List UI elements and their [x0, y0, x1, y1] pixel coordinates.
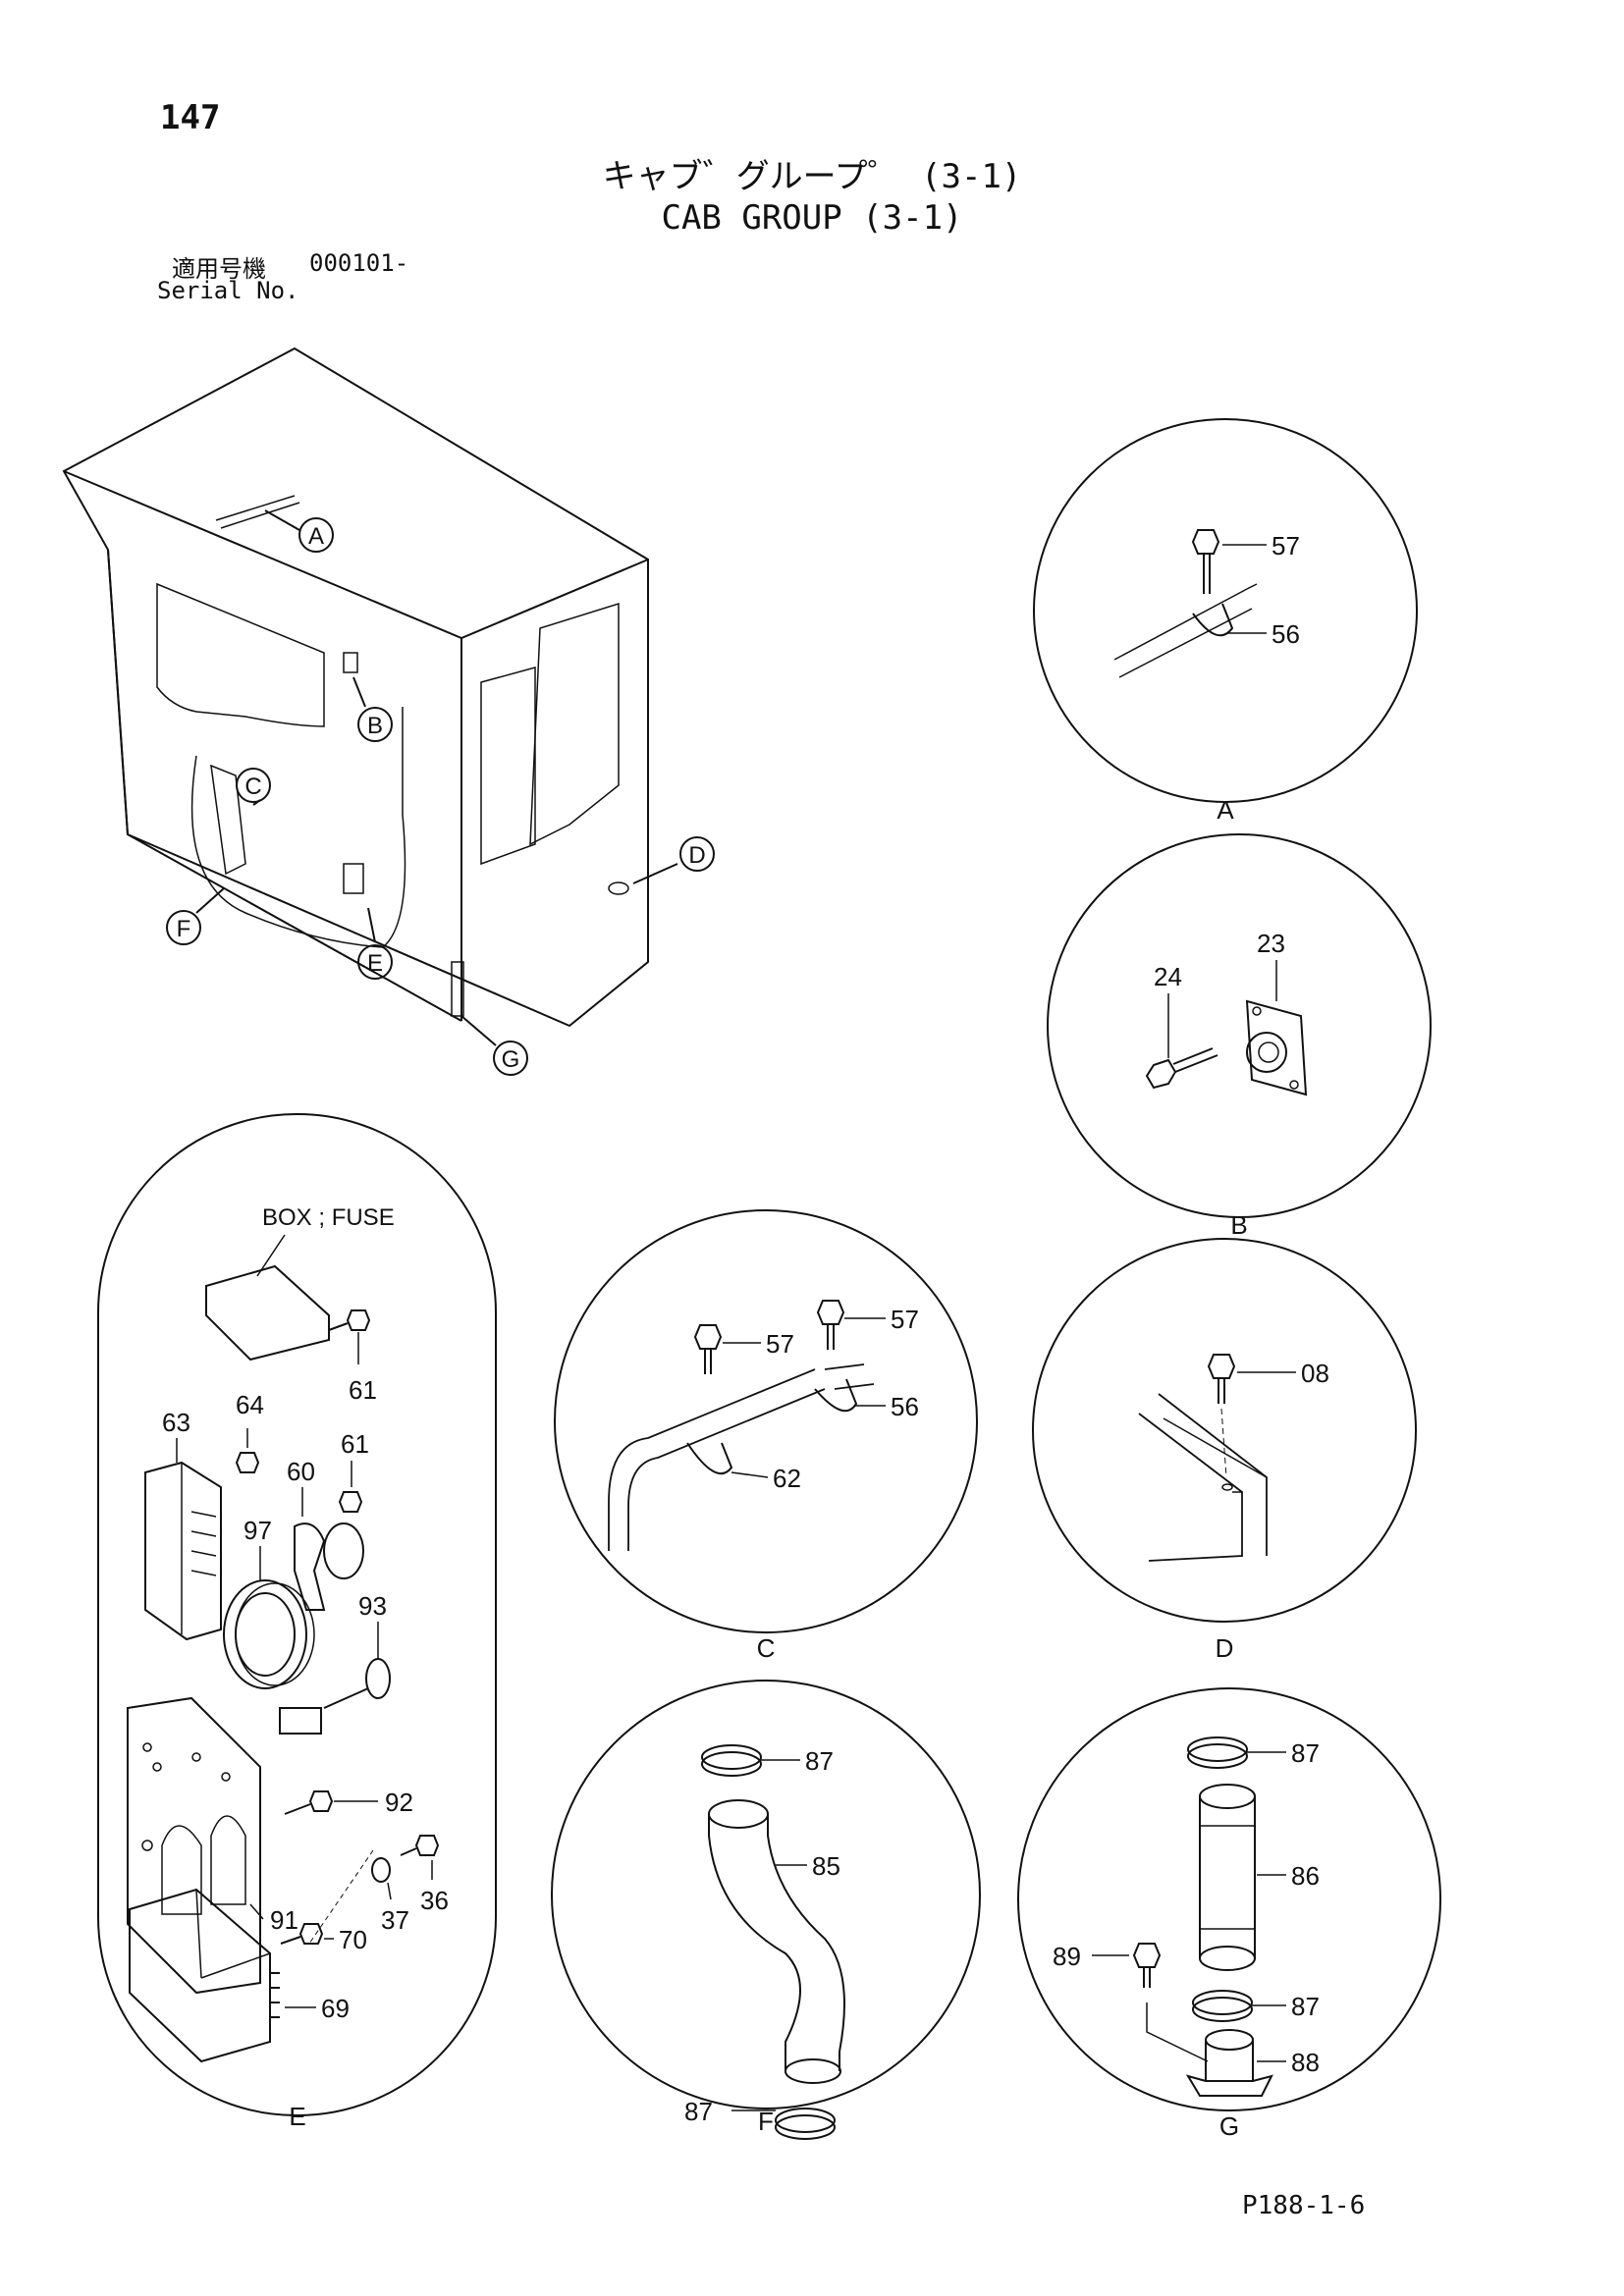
part-92: 92 [385, 1788, 413, 1817]
callout-e-letter: E [367, 950, 383, 977]
callout-e: E [357, 907, 393, 980]
part-36: 36 [420, 1886, 449, 1915]
detail-d-label: D [1216, 1633, 1234, 1663]
overview-callouts: A B C D E F G [166, 509, 715, 1076]
part-70: 70 [339, 1925, 367, 1954]
detail-a-label: A [1217, 795, 1234, 825]
part-37: 37 [381, 1905, 409, 1935]
detail-d-frame [1032, 1238, 1417, 1623]
detail-c-label: C [757, 1633, 776, 1663]
detail-b: 23 24 B [1047, 833, 1432, 1240]
detail-e-label: E [289, 2102, 305, 2131]
part-62: 62 [773, 1464, 801, 1493]
detail-e: BOX ; FUSE 61 64 63 61 60 97 [97, 1113, 497, 2131]
part-89: 89 [1053, 1942, 1081, 1971]
part-57: 57 [1272, 531, 1300, 561]
callout-c-letter: C [244, 774, 261, 800]
box-fuse-label: BOX ; FUSE [262, 1204, 395, 1231]
part-60: 60 [287, 1457, 315, 1486]
part-56: 56 [891, 1392, 919, 1421]
cab-overview-drawing [62, 347, 649, 1028]
detail-g-frame [1017, 1687, 1441, 2111]
detail-e-frame [97, 1113, 497, 2116]
part-87-bottom: 87 [684, 2097, 713, 2126]
part-56: 56 [1272, 619, 1300, 649]
part-64: 64 [236, 1390, 264, 1419]
part-87-top: 87 [1291, 1738, 1320, 1768]
detail-g: 87 86 89 87 88 G [1017, 1687, 1441, 2141]
part-61-top: 61 [349, 1375, 377, 1405]
page-title-japanese: キャブ゛グループ゜ (3-1) [602, 157, 1022, 196]
detail-a-frame [1033, 418, 1418, 803]
callout-f-letter: F [177, 916, 191, 942]
page-title: CAB GROUP (3-1) [661, 198, 963, 238]
detail-f: 87 85 87 F [551, 1680, 981, 2140]
serial-label: Serial No. [157, 277, 299, 304]
callout-b-letter: B [367, 713, 383, 739]
part-23: 23 [1257, 929, 1285, 958]
detail-b-frame [1047, 833, 1432, 1218]
part-57-left: 57 [766, 1329, 794, 1359]
detail-d: 08 D [1032, 1238, 1417, 1663]
callout-d-letter: D [688, 842, 705, 869]
part-61-mid: 61 [341, 1429, 369, 1459]
part-93: 93 [358, 1591, 387, 1621]
part-86: 86 [1291, 1861, 1320, 1891]
detail-c-frame [554, 1209, 978, 1633]
detail-g-label: G [1219, 2111, 1239, 2141]
part-88: 88 [1291, 2048, 1320, 2077]
detail-f-label: F [758, 2107, 774, 2136]
part-63: 63 [162, 1408, 190, 1437]
callout-b: B [352, 676, 393, 742]
part-24: 24 [1154, 962, 1182, 991]
part-85: 85 [812, 1851, 840, 1881]
part-57-right: 57 [891, 1305, 919, 1334]
callout-a-letter: A [308, 523, 324, 550]
serial-value: 000101- [309, 249, 409, 277]
part-97: 97 [244, 1516, 272, 1545]
page-number: 147 [160, 98, 221, 137]
callout-g: G [460, 1015, 528, 1076]
callout-a: A [264, 509, 334, 553]
page-reference: P188-1-6 [1242, 2191, 1366, 2220]
part-08: 08 [1301, 1359, 1329, 1388]
part-87-bottom: 87 [1291, 1992, 1320, 2021]
callout-g-letter: G [502, 1046, 520, 1073]
detail-f-frame [551, 1680, 981, 2109]
callout-d: D [632, 836, 715, 884]
part-91: 91 [270, 1905, 298, 1935]
part-69: 69 [321, 1994, 350, 2023]
detail-a: 57 56 A [1033, 418, 1418, 825]
serial-label-japanese: 適用号機 [172, 255, 266, 283]
callout-f: F [166, 887, 225, 945]
detail-b-label: B [1230, 1210, 1247, 1240]
callout-c: C [236, 768, 271, 806]
detail-c: 57 57 56 62 C [554, 1209, 978, 1663]
part-87-top: 87 [805, 1746, 834, 1776]
